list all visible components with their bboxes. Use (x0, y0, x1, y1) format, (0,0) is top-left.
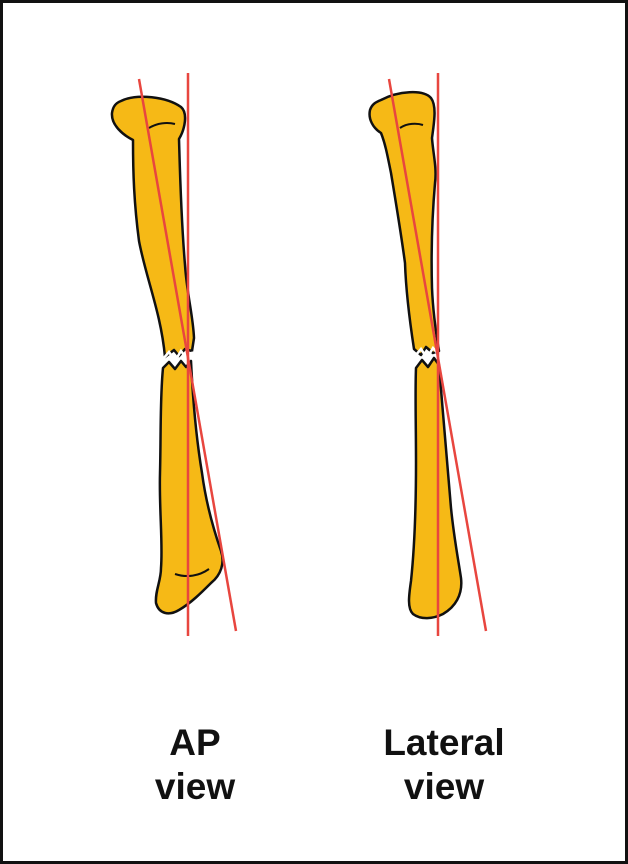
lateral-view-caption: Lateral view (344, 721, 544, 809)
ap-view-illustration (112, 73, 236, 636)
lateral-caption-line2: view (344, 765, 544, 809)
ap-view-caption: AP view (95, 721, 295, 809)
lateral-caption-line1: Lateral (344, 721, 544, 765)
lateral-view-illustration (370, 73, 486, 636)
ap-caption-line1: AP (95, 721, 295, 765)
lateral-upper-bone-fragment (370, 92, 439, 355)
ap-caption-line2: view (95, 765, 295, 809)
lateral-lower-bone-fragment (409, 358, 461, 618)
